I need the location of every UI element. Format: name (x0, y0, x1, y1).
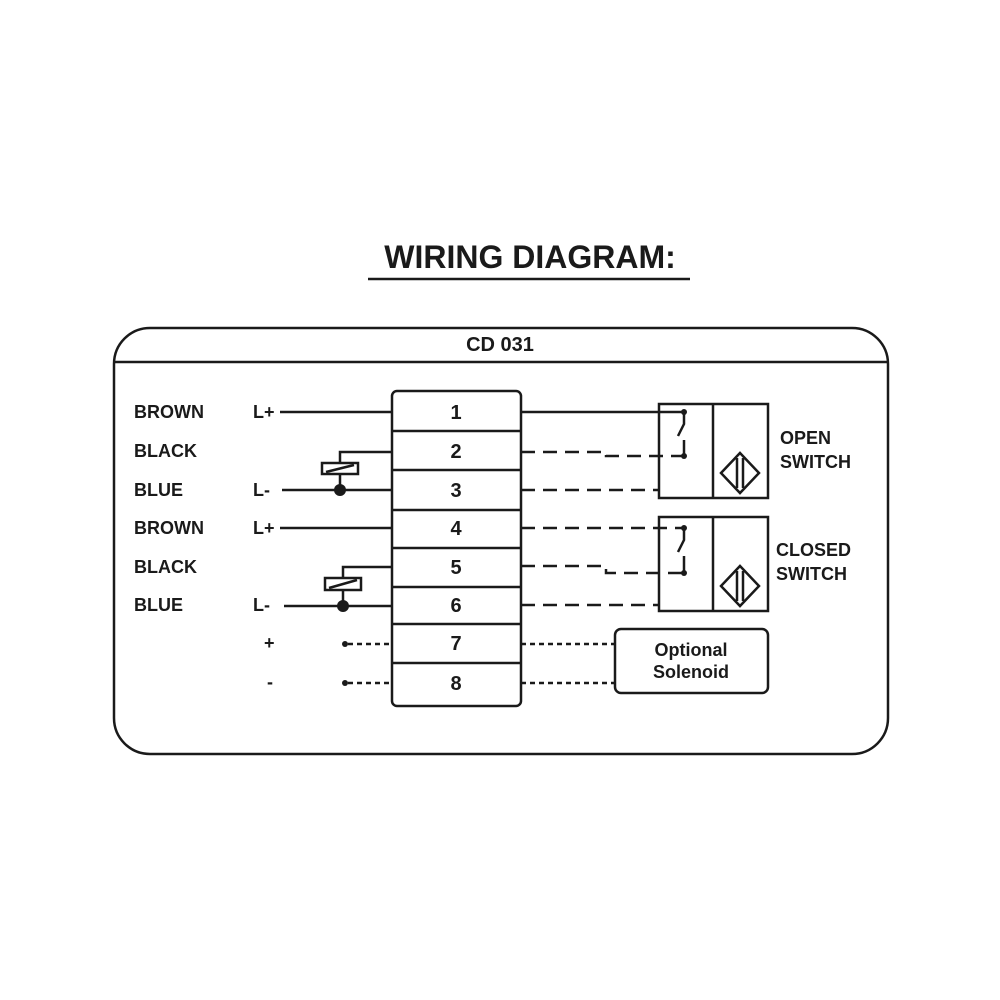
sensor-icon (719, 451, 761, 495)
closed-switch: CLOSED SWITCH (657, 515, 851, 613)
terminal-number: 3 (450, 480, 461, 502)
model-label: CD 031 (466, 334, 534, 356)
terminal-block: 1 2 3 4 5 6 7 8 (390, 389, 523, 708)
switch-label: SWITCH (776, 564, 847, 584)
coil-icon (323, 576, 363, 592)
junction-dot (334, 484, 346, 496)
diagram-title: WIRING DIAGRAM: (384, 239, 676, 275)
wire-color: BROWN (134, 518, 204, 538)
terminal-number: 5 (450, 557, 461, 579)
terminal-number: 2 (450, 441, 461, 463)
wire-polarity: L+ (253, 518, 275, 538)
terminal-number: 1 (450, 402, 461, 424)
left-wiring (280, 410, 392, 686)
wire-color: BROWN (134, 402, 204, 422)
terminal-number: 4 (450, 518, 462, 540)
wire-polarity: L+ (253, 402, 275, 422)
wire-polarity: L- (253, 480, 270, 500)
wire-color: BLACK (134, 441, 197, 461)
outer-frame (112, 326, 890, 756)
wire-color: BLUE (134, 480, 183, 500)
coil-icon (320, 461, 360, 476)
junction-dot (337, 600, 349, 612)
wire-polarity: L- (253, 595, 270, 615)
terminal-number: 6 (450, 595, 461, 617)
terminal-number: 8 (450, 673, 461, 695)
optional-solenoid: Optional Solenoid (613, 627, 770, 695)
wire-labels: BROWN BLACK BLUE BROWN BLACK BLUE L+ L- … (134, 402, 275, 692)
aux-polarity: - (267, 672, 273, 692)
switch-label: SWITCH (780, 452, 851, 472)
solenoid-label: Solenoid (653, 662, 729, 682)
switch-label: CLOSED (776, 540, 851, 560)
aux-polarity: + (264, 633, 275, 653)
switch-label: OPEN (780, 428, 831, 448)
solenoid-label: Optional (655, 640, 728, 660)
right-wiring (521, 410, 684, 685)
sensor-icon (719, 564, 761, 608)
wire-color: BLACK (134, 557, 197, 577)
open-switch: OPEN SWITCH (657, 402, 851, 500)
wire-color: BLUE (134, 595, 183, 615)
terminal-number: 7 (450, 633, 461, 655)
